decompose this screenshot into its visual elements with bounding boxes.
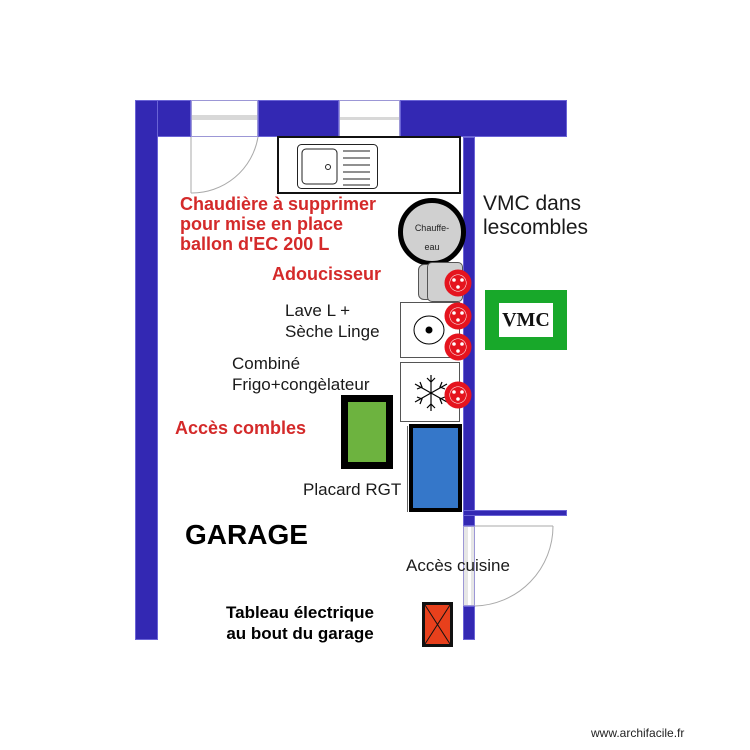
- cupboard: [409, 424, 462, 512]
- cupboard-line: [407, 426, 408, 512]
- electrical-panel: [422, 602, 453, 647]
- room-name-garage: GARAGE: [185, 519, 308, 550]
- wall-kitchen-horizontal: [463, 510, 567, 516]
- wall-right-upper: [463, 137, 475, 526]
- washer-drum-icon: [413, 315, 445, 345]
- watermark: www.archifacile.fr: [591, 726, 685, 740]
- boiler-note: Chaudière à supprimer pour mise en place…: [180, 194, 377, 254]
- vmc-note: VMC dans lescombles: [483, 192, 589, 239]
- wall-top-right: [400, 100, 567, 137]
- fridge-freezer: [400, 362, 460, 422]
- vmc-unit: VMC: [485, 290, 567, 350]
- door-opening-kitchen: [463, 526, 475, 606]
- vmc-label: VMC: [499, 303, 553, 337]
- electrical-panel-label: Tableau électrique au bout du garage: [226, 603, 375, 643]
- wall-top-middle: [258, 100, 339, 137]
- outlet-icon: [444, 302, 472, 330]
- snowflake-icon: [414, 375, 448, 411]
- attic-access-label: Accès combles: [175, 418, 307, 438]
- wall-right-lower: [463, 606, 475, 640]
- washer-dryer-label: Lave L + Sèche Linge: [285, 301, 380, 341]
- outlet-icon: [444, 381, 472, 409]
- cupboard-label: Placard RGT: [303, 480, 402, 499]
- sink-counter: [277, 136, 461, 194]
- fridge-label: Combiné Frigo+congèlateur: [232, 354, 370, 394]
- sink-icon: [297, 144, 378, 189]
- water-heater-label: Chauffe- eau: [414, 223, 450, 252]
- outlet-icon: [444, 269, 472, 297]
- wall-left: [135, 100, 158, 640]
- kitchen-access-label: Accès cuisine: [406, 556, 510, 575]
- outlet-icon: [444, 333, 472, 361]
- softener-label: Adoucisseur: [272, 264, 382, 284]
- attic-hatch: [341, 395, 393, 469]
- window-opening-left: [191, 100, 258, 137]
